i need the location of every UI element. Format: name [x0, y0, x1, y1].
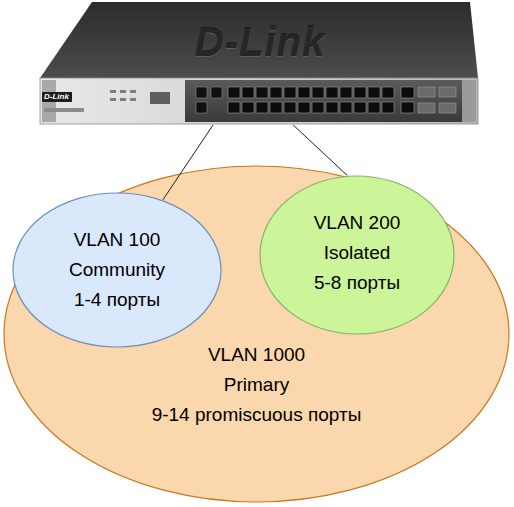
vlan-text: Isolated — [259, 238, 455, 268]
logo-badge — [42, 92, 72, 102]
vlan-text: 1-4 порты — [12, 285, 222, 315]
port-link — [163, 125, 213, 200]
port-panel — [185, 80, 462, 122]
switch-node: D-Link — [40, 2, 478, 125]
vlan-id: VLAN 200 — [259, 208, 455, 238]
console-ports — [196, 87, 222, 113]
rack-ear — [462, 80, 476, 122]
ellipse-shape — [260, 176, 454, 334]
switch-illustration — [0, 0, 514, 130]
ellipse-shape — [13, 193, 221, 347]
ethernet-ports — [228, 87, 394, 113]
ellipse-shape — [4, 166, 509, 502]
vlan-text: Primary — [3, 370, 510, 400]
vlan-text: 9-14 promiscuous порты — [3, 400, 510, 430]
text-group: VLAN 100Community1-4 порты — [12, 225, 222, 315]
vlan-ellipse: VLAN 1000Primary9-14 promiscuous портыVL… — [3, 165, 510, 503]
brand-logo: D-Link — [165, 20, 355, 64]
vlan-text: Community — [12, 255, 222, 285]
port-link — [293, 125, 347, 175]
switch-top — [40, 2, 478, 78]
text-group: VLAN 200Isolated5-8 порты — [259, 208, 455, 298]
model-strip — [44, 108, 84, 112]
sfp-ports — [401, 87, 456, 113]
switch-front — [40, 78, 478, 124]
vlan-text: 5-8 порты — [259, 268, 455, 298]
status-leds — [110, 90, 170, 104]
text-group: VLAN 1000Primary9-14 promiscuous порты — [3, 340, 510, 430]
vlan-ellipse: VLAN 100Community1-4 порты — [12, 192, 222, 348]
vlan-id: VLAN 100 — [12, 225, 222, 255]
front-logo: D-Link — [44, 92, 69, 102]
vlan-id: VLAN 1000 — [3, 340, 510, 370]
vlan-ellipse: VLAN 200Isolated5-8 порты — [259, 175, 455, 335]
